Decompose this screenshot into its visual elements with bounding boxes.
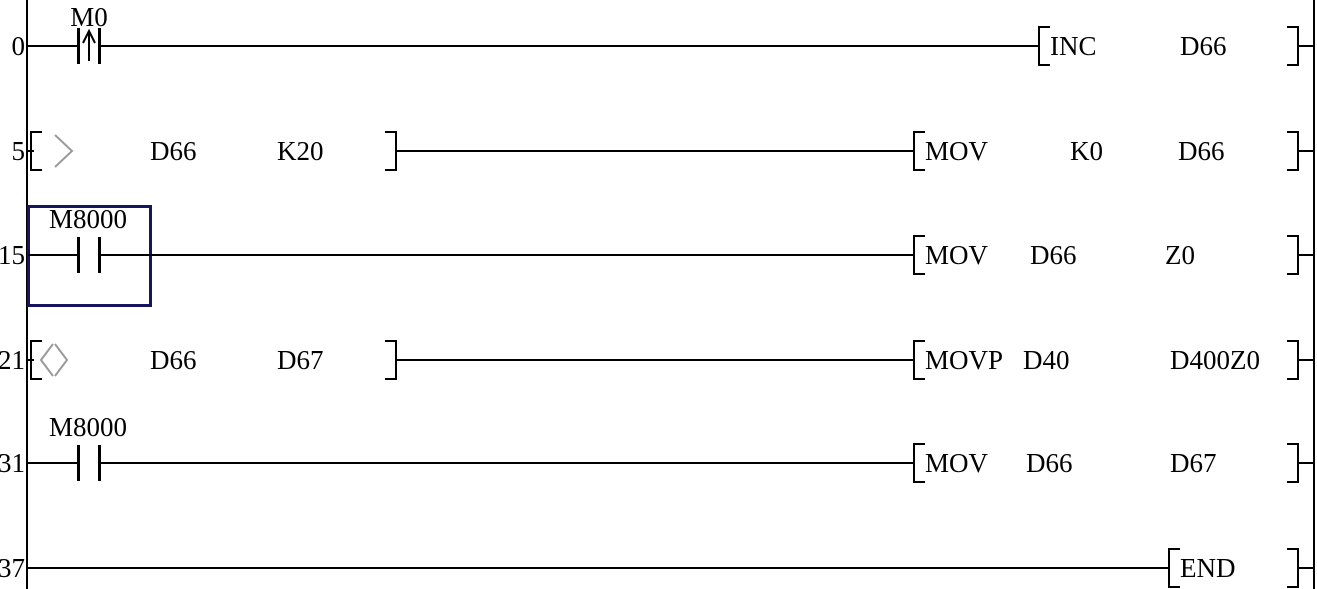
instruction-open-bracket (1038, 26, 1050, 66)
instruction-operand: D40 (1023, 345, 1070, 375)
contact-bar-right (98, 445, 101, 481)
compare-open-bracket (30, 131, 42, 171)
rung-wire (397, 359, 913, 361)
instruction-open-bracket (913, 235, 925, 275)
instruction-mnemonic: INC (1050, 31, 1097, 61)
instruction-operand: D67 (1170, 448, 1217, 478)
instruction-operand: K0 (1070, 136, 1103, 166)
compare-operand: D67 (277, 345, 324, 375)
instruction-open-bracket (1168, 548, 1180, 588)
contact-bar-right (98, 237, 101, 273)
step-number: 21 (0, 345, 25, 375)
rung-wire (101, 254, 913, 256)
compare-operand: D66 (150, 345, 197, 375)
instruction-operand: D400Z0 (1170, 345, 1260, 375)
rung-wire (1297, 150, 1315, 152)
rung-wire (28, 254, 78, 256)
contact-label: M8000 (48, 204, 127, 234)
instruction-open-bracket (913, 443, 925, 483)
step-number: 31 (0, 448, 25, 478)
compare-open-bracket (30, 340, 42, 380)
instruction-mnemonic: MOV (925, 136, 989, 166)
instruction-operand: Z0 (1165, 240, 1195, 270)
rung-wire (397, 150, 913, 152)
instruction-operand: D66 (1026, 448, 1073, 478)
instruction-open-bracket (913, 131, 925, 171)
contact-label: M8000 (48, 412, 127, 442)
instruction-operand: D66 (1178, 136, 1225, 166)
step-number: 5 (11, 136, 26, 166)
instruction-mnemonic: MOV (925, 240, 989, 270)
contact-bar-left (77, 445, 80, 481)
instruction-operand: D66 (1180, 31, 1227, 61)
contact-bar-left (77, 28, 80, 64)
rung-wire (28, 567, 1168, 569)
rung-wire (1297, 567, 1315, 569)
rung-wire (1297, 462, 1315, 464)
not-equal-icon (39, 343, 69, 377)
compare-close-bracket (385, 340, 397, 380)
contact-label: M0 (70, 2, 108, 32)
rung-wire (1297, 254, 1315, 256)
rung-wire (28, 45, 78, 47)
rung-wire (101, 462, 913, 464)
step-number: 0 (11, 31, 26, 61)
compare-operand: K20 (277, 136, 324, 166)
compare-operand: D66 (150, 136, 197, 166)
instruction-mnemonic: END (1180, 553, 1236, 583)
rung-wire (101, 45, 1038, 47)
instruction-mnemonic: MOV (925, 448, 989, 478)
instruction-open-bracket (913, 340, 925, 380)
instruction-mnemonic: MOVP (925, 345, 1004, 375)
instruction-operand: D66 (1030, 240, 1077, 270)
step-number: 37 (0, 553, 25, 583)
step-number: 15 (0, 240, 25, 270)
rising-edge-arrow-icon (82, 28, 96, 61)
greater-than-icon (54, 134, 74, 168)
selection-cursor-box[interactable] (27, 205, 152, 307)
right-power-rail (1313, 0, 1315, 589)
rung-wire (1297, 45, 1315, 47)
contact-bar-left (77, 237, 80, 273)
rung-wire (28, 462, 78, 464)
contact-bar-right (98, 28, 101, 64)
rung-wire (1297, 359, 1315, 361)
compare-close-bracket (385, 131, 397, 171)
